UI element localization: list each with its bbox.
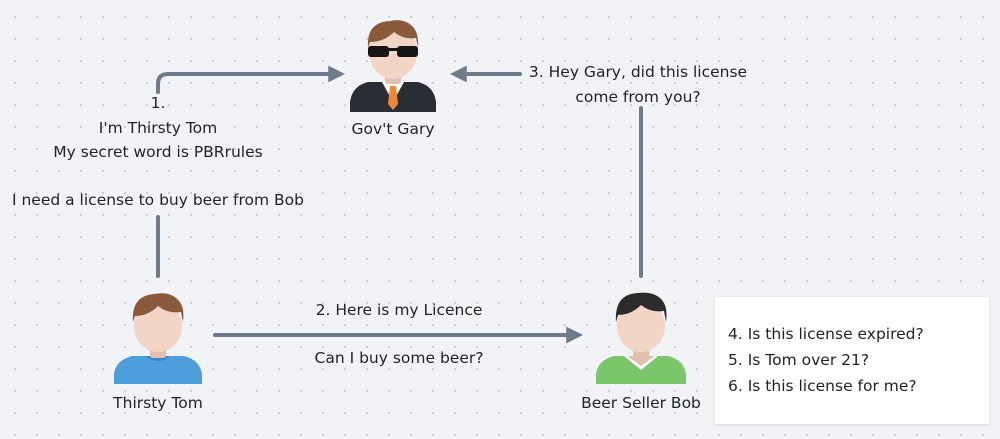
step3-line2: come from you? xyxy=(575,88,701,106)
gary-name-label: Gov't Gary xyxy=(351,120,435,138)
arrow-tom-to-gary xyxy=(156,65,346,94)
arrow-bob-to-gary xyxy=(455,74,643,278)
check-item-recipient: 6. Is this license for me? xyxy=(728,377,917,395)
gary-avatar-icon xyxy=(350,20,436,112)
bob-name-label: Beer Seller Bob xyxy=(581,394,701,412)
step2-line1: 2. Here is my Licence xyxy=(315,301,483,319)
step1-line2: My secret word is PBRrules xyxy=(53,143,263,161)
checks-note-card: 4. Is this license expired? 5. Is Tom ov… xyxy=(715,297,989,424)
step1-line1: I'm Thirsty Tom xyxy=(98,119,218,137)
step1-line3: I need a license to buy beer from Bob xyxy=(11,191,305,209)
tom-name-label: Thirsty Tom xyxy=(113,394,203,412)
bob-avatar-icon xyxy=(596,292,686,384)
check-item-age: 5. Is Tom over 21? xyxy=(728,351,870,369)
step2-line2: Can I buy some beer? xyxy=(314,349,484,367)
check-item-expired: 4. Is this license expired? xyxy=(728,325,924,343)
step1-number: 1. xyxy=(150,94,166,112)
step3-line1: 3. Hey Gary, did this license xyxy=(528,63,748,81)
checks-list: 4. Is this license expired? 5. Is Tom ov… xyxy=(728,321,924,399)
tom-avatar-icon xyxy=(114,293,202,384)
